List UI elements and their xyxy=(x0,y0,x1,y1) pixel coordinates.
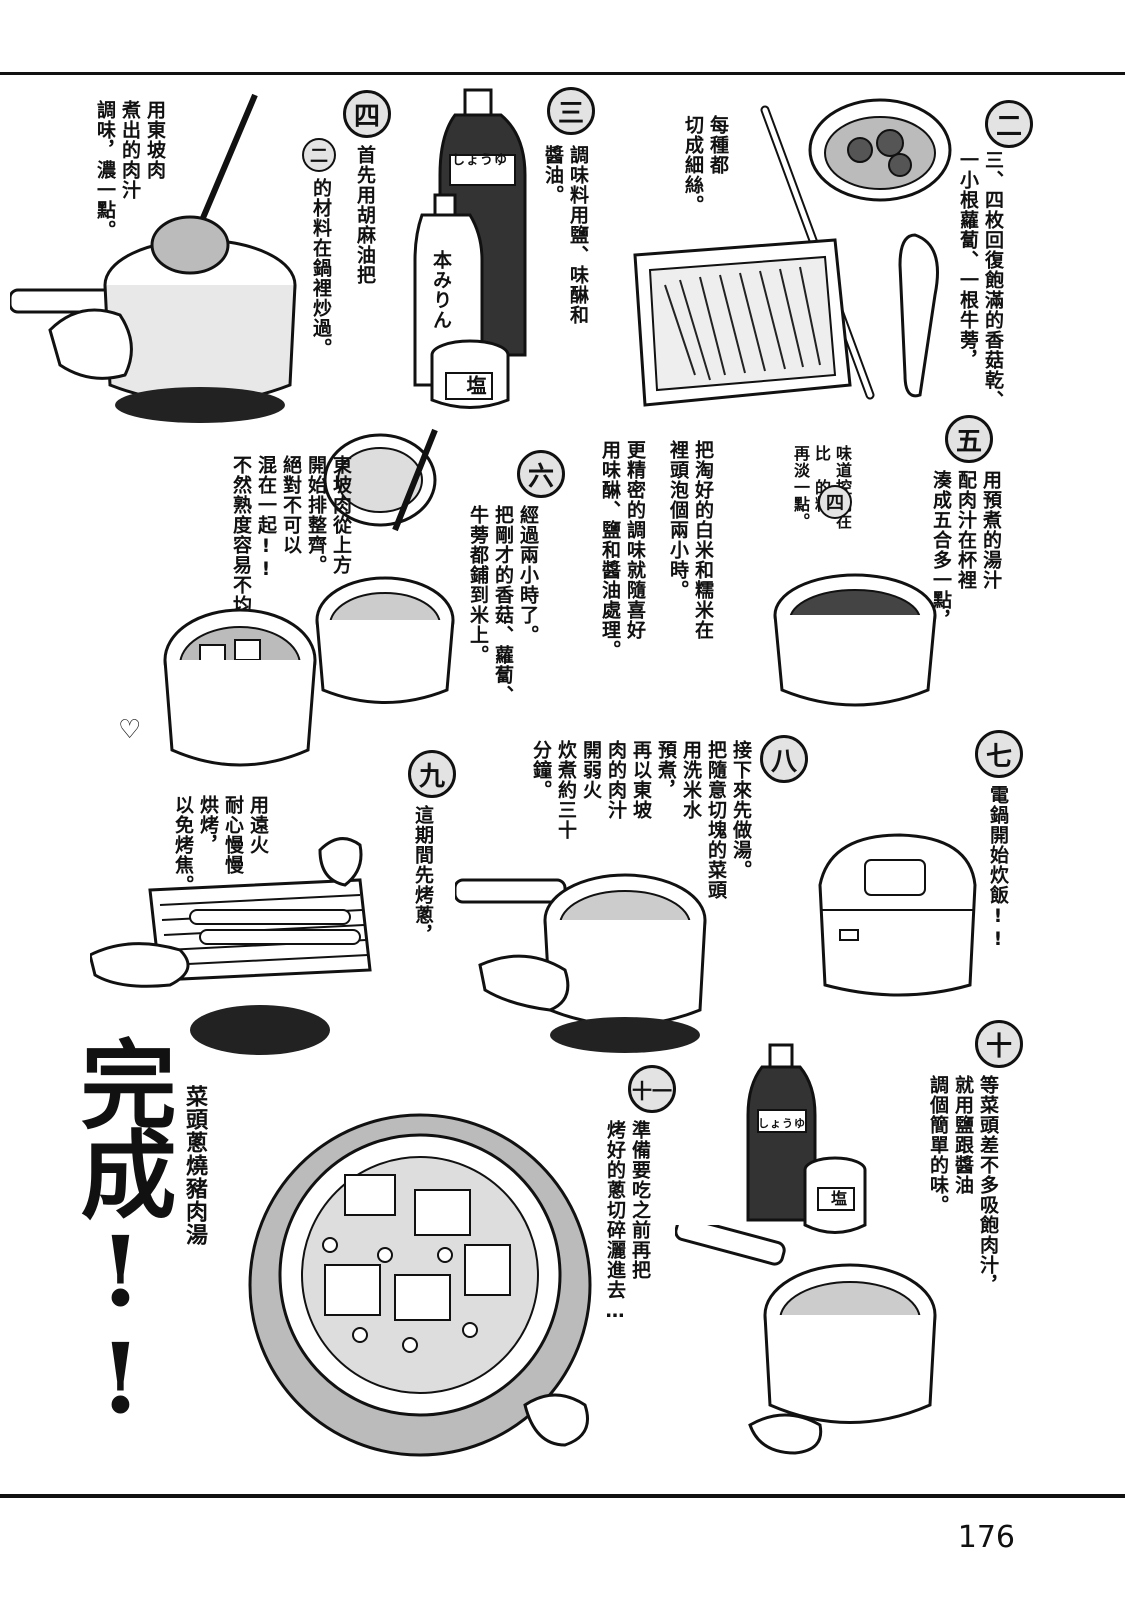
step-badge-11: 十一 xyxy=(628,1065,676,1113)
step-ref-badge-4: 四 xyxy=(818,485,852,519)
step-badge-4: 四 xyxy=(343,90,391,138)
radish-soup-pot-illustration xyxy=(455,873,707,1053)
step-5-text: 用預煮的湯汁 配肉汁在杯裡 湊成五合多一點， xyxy=(930,470,1002,630)
step-badge-7: 七 xyxy=(975,730,1023,778)
pork-in-pot-illustration xyxy=(163,608,317,767)
page-number: 176 xyxy=(957,1520,1015,1555)
step-badge-9: 九 xyxy=(408,750,456,798)
step-7-text: 電鍋開始炊飯!! xyxy=(987,785,1009,951)
grill-tip-text: 用遠火 耐心慢慢 烘烤， 以免烤焦。 xyxy=(172,795,269,895)
step-badge-5: 五 xyxy=(945,415,993,463)
step-6-text: 經過兩小時了。 把剛才的香菇、蘿蔔、 牛蒡都鋪到米上。 xyxy=(467,505,539,705)
step-ref-badge-2: 二 xyxy=(302,138,336,172)
seasoning-bottles-illustration xyxy=(413,88,527,409)
salt-jar-label: 塩 xyxy=(463,375,487,396)
rice-cooker-pot-illustration xyxy=(773,573,937,707)
done-title: 完成!! xyxy=(64,1035,177,1429)
step-9-text: 這期間先烤蔥， xyxy=(412,805,434,945)
pork-arrange-text: 東坡肉從上方 開始排整齊。 絕對不可以 混在一起!! 不然熟度容易不均喔 xyxy=(230,455,352,635)
top-rule xyxy=(0,72,1125,75)
heart-icon: ♡ xyxy=(118,715,142,745)
step-badge-2: 二 xyxy=(985,100,1033,148)
grilling-leeks-illustration xyxy=(90,837,372,1055)
step-11-text: 準備要吃之前再把 烤好的蔥切碎灑進去… xyxy=(604,1120,651,1323)
rice-cooker-illustration xyxy=(818,833,977,997)
pork-juice-text: 用東坡肉 煮出的肉汁 調味，濃一點。 xyxy=(94,100,166,240)
stir-fry-pot-illustration xyxy=(10,93,297,423)
step-2-text: 三、四枚回復飽滿的香菇乾、 一小根蘿蔔、一根牛蒡， xyxy=(957,150,1004,410)
finished-soup-bowl-illustration xyxy=(248,1113,592,1457)
fine-seasoning-text: 更精密的調味就隨喜好 用味醂、鹽和醬油處理。 xyxy=(599,440,646,660)
soy-bottle-label: しょうゆ xyxy=(452,153,509,168)
layering-ingredients-illustration xyxy=(315,428,455,704)
sliced-vegetables-tray-illustration xyxy=(633,238,852,407)
soy-and-salt-illustration xyxy=(746,1043,867,1234)
salt-jar-label-2: 塩 xyxy=(828,1190,847,1207)
soy-bottle-label-2: しょうゆ xyxy=(758,1117,806,1130)
seasoned-soup-pot-illustration xyxy=(675,1225,937,1455)
step-8-text: 接下來先做湯。 把隨意切塊的菜頭 用洗米水 預煮， 再以東坡 肉的肉汁 開弱火 … xyxy=(530,740,752,900)
soak-rice-text: 把淘好的白米和糯米在 裡頭泡個兩小時。 xyxy=(667,440,714,640)
step-4-continued-text: 的材料在鍋裡炒過。 xyxy=(310,178,332,358)
step-3-text: 調味料用鹽、味醂和 醬油。 xyxy=(542,145,589,325)
step-badge-6: 六 xyxy=(517,450,565,498)
dish-name: 菜頭蔥燒豬肉湯 xyxy=(182,1085,207,1246)
cut-strips-text: 每種都 切成細絲。 xyxy=(682,115,729,215)
step-badge-8: 八 xyxy=(760,735,808,783)
step-10-text: 等菜頭差不多吸飽肉汁， 就用鹽跟醬油 調個簡單的味。 xyxy=(927,1075,999,1295)
bottom-rule xyxy=(0,1494,1125,1498)
step-badge-10: 十 xyxy=(975,1020,1023,1068)
step-badge-3: 三 xyxy=(547,87,595,135)
mushroom-bowl-illustration xyxy=(808,98,952,202)
step-4-text: 首先用胡麻油把 xyxy=(354,145,376,285)
mirin-bottle-label: 本みりん xyxy=(430,250,452,330)
